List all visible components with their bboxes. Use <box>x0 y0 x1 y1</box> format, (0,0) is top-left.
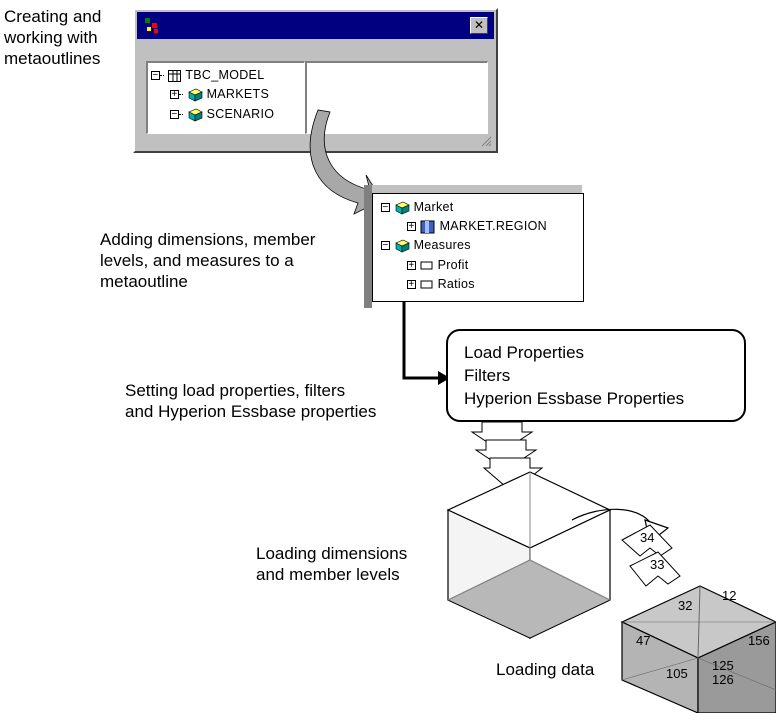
collapse-icon[interactable]: − <box>151 70 160 82</box>
measure-icon <box>420 261 433 270</box>
outline-item-market-region[interactable]: + MARKET.REGION <box>407 219 547 234</box>
cube-value-47: 47 <box>636 633 651 648</box>
outline-item-profit[interactable]: + Profit <box>407 258 469 272</box>
flying-value-33: 33 <box>650 557 665 572</box>
cube-value-32: 32 <box>678 598 693 613</box>
label-loading-dimensions: Loading dimensions and member levels <box>256 544 408 584</box>
expand-icon[interactable]: + <box>170 89 179 101</box>
dimension-cube-icon <box>395 239 410 253</box>
properties-box: Load Properties Filters Hyperion Essbase… <box>446 329 746 422</box>
filters-label: Filters <box>464 366 511 385</box>
member-level-icon <box>420 220 435 234</box>
label-adding-dimensions: Adding dimensions, member levels, and me… <box>100 230 316 291</box>
collapse-icon[interactable]: − <box>381 240 390 252</box>
outline-detail-pane[interactable] <box>305 61 488 134</box>
close-button[interactable]: ✕ <box>470 17 488 34</box>
tree-item-tbc-model[interactable]: − TBC_MODEL <box>151 68 265 82</box>
value-tag-33 <box>629 551 681 587</box>
table-icon <box>167 69 181 82</box>
metaoutline-panel: − Market + MARKET.REGION − Measures + Pr… <box>372 193 584 302</box>
data-cube <box>620 585 776 713</box>
load-properties-label: Load Properties <box>464 343 585 362</box>
label-creating-metaoutlines: Creating and working with metaoutlines <box>4 7 102 68</box>
outline-item-measures[interactable]: − Measures <box>381 238 471 253</box>
tree-item-markets[interactable]: + MARKETS <box>170 87 270 102</box>
expand-icon[interactable]: + <box>407 279 416 291</box>
outline-tree-pane[interactable]: − TBC_MODEL + MARKETS − SCENARIO <box>146 61 305 134</box>
collapse-icon[interactable]: − <box>381 202 390 214</box>
cube-value-156: 156 <box>748 633 770 648</box>
flying-value-34: 34 <box>640 530 655 545</box>
outline-item-market[interactable]: − Market <box>381 200 454 215</box>
collapse-icon[interactable]: − <box>170 109 179 121</box>
panel-bevel-top <box>364 185 582 193</box>
label-setting-load-properties: Setting load properties, filters and Hyp… <box>125 381 377 421</box>
window-titlebar[interactable]: ✕ <box>137 12 494 39</box>
cube-value-125: 125 <box>712 658 734 673</box>
expand-icon[interactable]: + <box>407 221 416 233</box>
curved-arrow-1 <box>309 109 383 215</box>
dimension-cube-icon <box>395 201 410 215</box>
curved-arrow-2 <box>571 508 653 526</box>
cube-value-105: 105 <box>666 666 688 681</box>
outline-item-ratios[interactable]: + Ratios <box>407 277 475 291</box>
essbase-properties-label: Hyperion Essbase Properties <box>464 389 685 408</box>
panel-bevel-left <box>364 185 372 308</box>
resize-grip-icon[interactable] <box>480 135 492 147</box>
dimension-cube-icon <box>188 108 203 122</box>
label-loading-data: Loading data <box>496 660 595 679</box>
elbow-arrowhead <box>438 371 450 385</box>
tree-item-scenario[interactable]: − SCENARIO <box>170 107 275 122</box>
empty-cube <box>446 471 612 639</box>
elbow-arrow <box>402 300 440 380</box>
measure-icon <box>420 280 433 289</box>
expand-icon[interactable]: + <box>407 260 416 272</box>
cube-value-12: 12 <box>722 588 737 603</box>
dimension-cube-icon <box>188 88 203 102</box>
cube-value-126: 126 <box>712 672 734 687</box>
app-icon <box>145 18 158 33</box>
